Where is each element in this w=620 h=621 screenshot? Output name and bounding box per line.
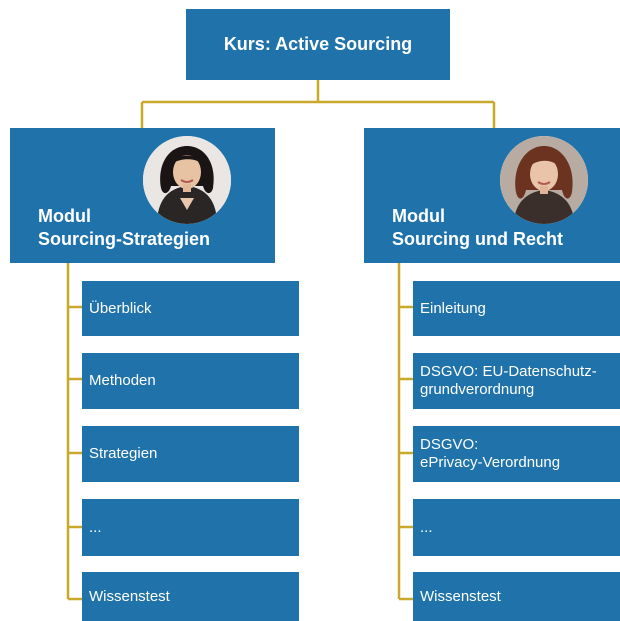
woman-portrait-icon <box>143 136 231 224</box>
lesson-label-line1: DSGVO: <box>420 436 479 453</box>
module-title-line2: Sourcing und Recht <box>392 229 563 249</box>
lesson-label: Wissenstest <box>89 588 170 606</box>
lesson-label: DSGVO: ePrivacy-Verordnung <box>420 436 560 472</box>
module-sourcing-und-recht[interactable]: Modul Sourcing und Recht <box>364 128 620 263</box>
course-title: Kurs: Active Sourcing <box>223 34 413 54</box>
module-title: Modul Sourcing und Recht <box>392 205 563 251</box>
module-title: Modul Sourcing-Strategien <box>38 205 210 251</box>
lesson-label-line1: Wissenstest <box>420 587 501 605</box>
lesson-label-line2: grundverordnung <box>420 381 535 398</box>
lesson-methoden[interactable]: Methoden <box>82 353 299 409</box>
module-title-line2: Sourcing-Strategien <box>38 229 211 249</box>
lesson-label-line1: Überblick <box>89 299 152 317</box>
lesson-more[interactable]: ... <box>82 499 299 556</box>
module-sourcing-strategien[interactable]: Modul Sourcing-Strategien <box>10 128 275 263</box>
lesson-strategien[interactable]: Strategien <box>82 426 299 482</box>
lesson-label: Methoden <box>89 372 156 390</box>
lesson-label-line1: DSGVO: EU-Datenschutz- <box>420 363 597 380</box>
lesson-label: Strategien <box>89 445 157 463</box>
lesson-more[interactable]: ... <box>413 499 620 556</box>
lesson-einleitung[interactable]: Einleitung <box>413 281 620 336</box>
lesson-label: Wissenstest <box>420 588 501 606</box>
lesson-label: ... <box>420 519 433 537</box>
lesson-label-line1: Wissenstest <box>89 587 170 605</box>
lesson-label-line1: ... <box>420 518 433 536</box>
lesson-ueberblick[interactable]: Überblick <box>82 281 299 336</box>
lesson-label-line2: ePrivacy-Verordnung <box>420 454 561 471</box>
instructor-avatar <box>143 136 231 224</box>
lesson-dsgvo-eu-datenschutz[interactable]: DSGVO: EU-Datenschutz- grundverordnung <box>413 353 620 409</box>
module-title-line1: Modul <box>392 206 445 226</box>
lesson-label: Überblick <box>89 300 152 318</box>
lesson-label: ... <box>89 519 102 537</box>
lesson-dsgvo-eprivacy[interactable]: DSGVO: ePrivacy-Verordnung <box>413 426 620 482</box>
lesson-label-line1: Methoden <box>89 372 156 389</box>
lesson-label: Einleitung <box>420 300 486 318</box>
course-title-box[interactable]: Kurs: Active Sourcing <box>186 9 450 80</box>
instructor-avatar <box>500 136 588 224</box>
lesson-wissenstest[interactable]: Wissenstest <box>413 572 620 621</box>
lesson-label-line1: ... <box>89 518 102 536</box>
lesson-label: DSGVO: EU-Datenschutz- grundverordnung <box>420 363 597 399</box>
woman-portrait-icon <box>500 136 588 224</box>
module-title-line1: Modul <box>38 206 91 226</box>
lesson-wissenstest[interactable]: Wissenstest <box>82 572 299 621</box>
lesson-label-line1: Einleitung <box>420 299 486 317</box>
lesson-label-line1: Strategien <box>89 445 158 462</box>
